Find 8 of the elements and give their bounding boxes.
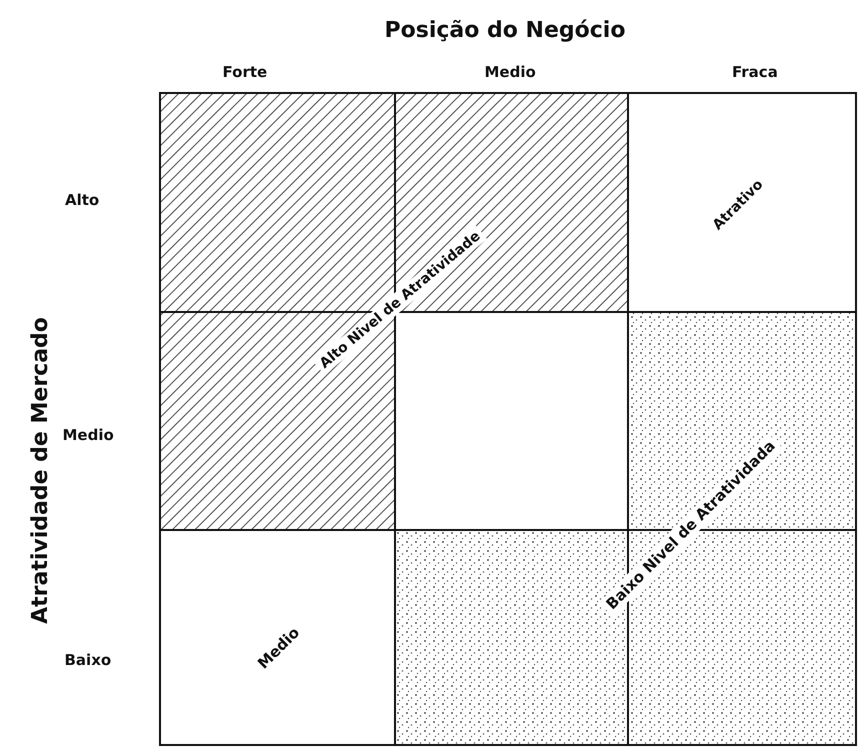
axis-title: Atratividade de Mercado: [27, 316, 52, 624]
column-header: Medio: [484, 63, 536, 81]
axis-title: Posição do Negócio: [384, 18, 626, 42]
row-header: Baixo: [64, 651, 112, 669]
column-header: Forte: [222, 63, 268, 81]
row-header: Alto: [65, 191, 100, 209]
column-header: Fraca: [732, 63, 778, 81]
row-header: Medio: [62, 426, 114, 444]
